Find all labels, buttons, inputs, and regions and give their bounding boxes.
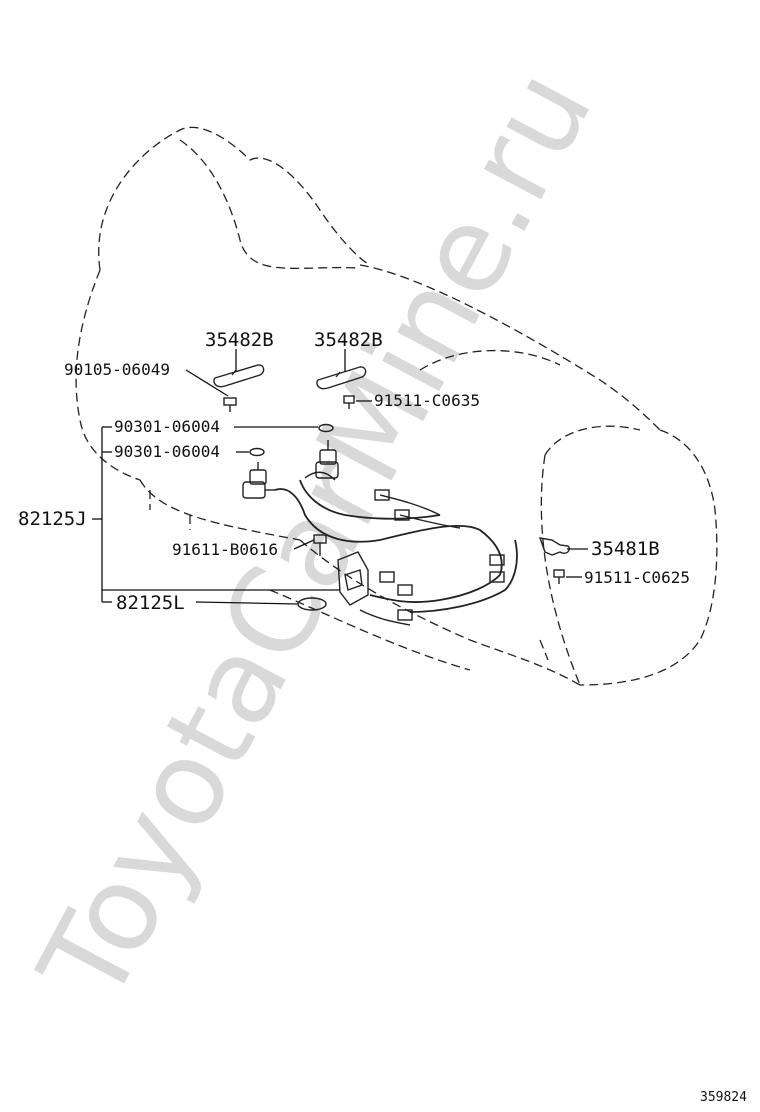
label-harness-l: 82125L [116,592,185,614]
watermark-text: ToyotaCarMine.ru [12,48,618,1024]
label-bracket-right: 35481B [591,538,660,560]
bolt-91511-c0635-icon [343,395,355,409]
bracket-right-icon [538,537,570,556]
speed-sensor-right [315,440,339,479]
bracket-left-icon [213,364,265,388]
transmission-outline [75,126,718,686]
bolt-91611-icon [313,534,327,556]
bolt-90105-icon [223,397,237,412]
oring-lower-icon [249,447,265,457]
label-bolt-91611: 91611-B0616 [172,540,278,559]
label-bolt-91511-c0625: 91511-C0625 [584,568,690,587]
label-harness-j: 82125J [18,508,87,530]
diagram-id: 359824 [700,1090,747,1105]
label-bolt-90105: 90105-06049 [64,360,170,379]
speed-sensor-left [242,462,275,499]
label-oring-lower: 90301-06004 [114,442,220,461]
oring-upper-icon [318,423,334,433]
bracket-mid-icon [316,366,367,390]
label-oring-upper: 90301-06004 [114,417,220,436]
leader-lines [92,349,588,605]
label-bracket-left: 35482B [205,329,274,351]
label-bolt-91511-c0635: 91511-C0635 [374,391,480,410]
bolt-91511-c0625-icon [553,569,565,584]
label-bracket-mid: 35482B [314,329,383,351]
